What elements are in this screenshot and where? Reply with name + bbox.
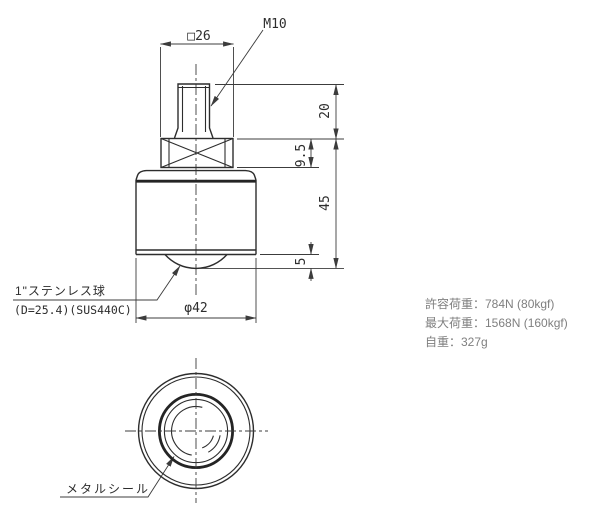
ball-highlight-arc <box>201 435 214 449</box>
dim-text-flange-thickness: 9.5 <box>294 144 309 167</box>
dim-text-ball-protrusion: 5 <box>294 258 309 266</box>
ball-highlight-arc <box>208 435 221 453</box>
dim-text-body-diameter: φ42 <box>184 301 207 316</box>
ball-highlight-arc <box>171 405 203 456</box>
ball-material-leader-line <box>13 265 181 301</box>
spec-line-allowable-load: 許容荷重：784N (80kgf) <box>425 297 555 311</box>
dimensions: □26 M10 20 9.5 45 5 φ42 <box>13 17 344 498</box>
thread-leader-line <box>210 29 264 107</box>
dim-text-overall-height: 45 <box>318 195 333 211</box>
dim-text-flange-width: □26 <box>187 29 210 44</box>
ball-material-label-line2: (D=25.4)(SUS440C) <box>14 303 132 317</box>
ball-material-label-line1: 1"ステンレス球 <box>15 284 106 298</box>
spec-line-max-load: 最大荷重：1568N (160kgf) <box>425 316 568 330</box>
threaded-stud <box>173 83 214 139</box>
square-flange <box>160 137 234 169</box>
dim-text-thread-size: M10 <box>263 17 286 32</box>
bottom-view <box>125 358 268 503</box>
spec-line-weight: 自重：327g <box>425 335 488 349</box>
dim-text-stud-length: 20 <box>318 103 333 119</box>
ball-outline <box>164 254 228 270</box>
seal-leader-line <box>60 456 175 498</box>
side-view <box>135 64 257 295</box>
seal-label: メタルシール <box>66 482 150 496</box>
load-specs: 許容荷重：784N (80kgf) 最大荷重：1568N (160kgf) 自重… <box>425 295 600 352</box>
cylindrical-body <box>135 169 257 256</box>
